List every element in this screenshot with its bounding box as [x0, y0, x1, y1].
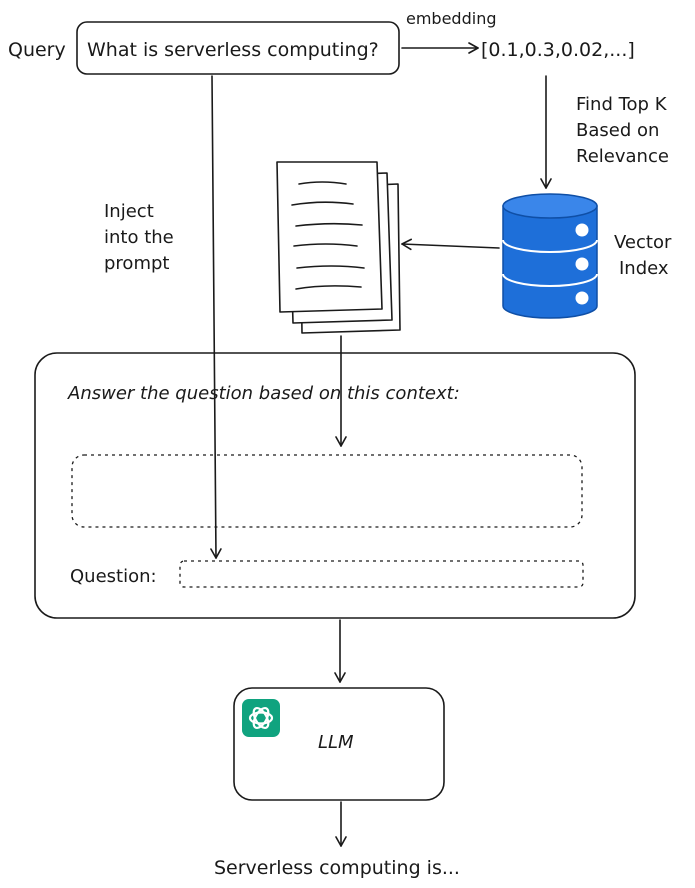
context-field[interactable]	[71, 454, 583, 528]
openai-logo-icon	[242, 699, 280, 737]
vector-index-line-1: Vector	[614, 232, 672, 253]
inject-line-1: Inject	[104, 201, 154, 222]
inject-line-2: into the	[104, 227, 174, 248]
query-box[interactable]	[76, 21, 400, 75]
query-text: What is serverless computing?	[87, 39, 379, 61]
query-label: Query	[8, 39, 66, 61]
inject-arrow	[210, 75, 222, 559]
retrieve-docs-arrow	[401, 238, 500, 251]
prompt-container	[34, 352, 636, 619]
embedding-vector: [0.1,0.3,0.02,...]	[481, 39, 635, 61]
llm-label: LLM	[318, 732, 354, 753]
vector-index-line-2: Index	[619, 258, 669, 279]
llm-box	[233, 687, 445, 801]
documents-icon	[276, 161, 401, 334]
database-icon	[502, 193, 598, 319]
prompt-instruction: Answer the question based on this contex…	[67, 383, 460, 404]
question-label: Question:	[70, 566, 157, 587]
inject-line-3: prompt	[104, 253, 169, 274]
retrieval-line-1: Find Top K	[576, 94, 668, 115]
question-field[interactable]	[179, 560, 584, 588]
output-text: Serverless computing is...	[214, 857, 460, 879]
retrieval-line-3: Relevance	[576, 146, 669, 167]
retrieval-line-2: Based on	[576, 120, 659, 141]
embedding-label: embedding	[406, 9, 496, 28]
